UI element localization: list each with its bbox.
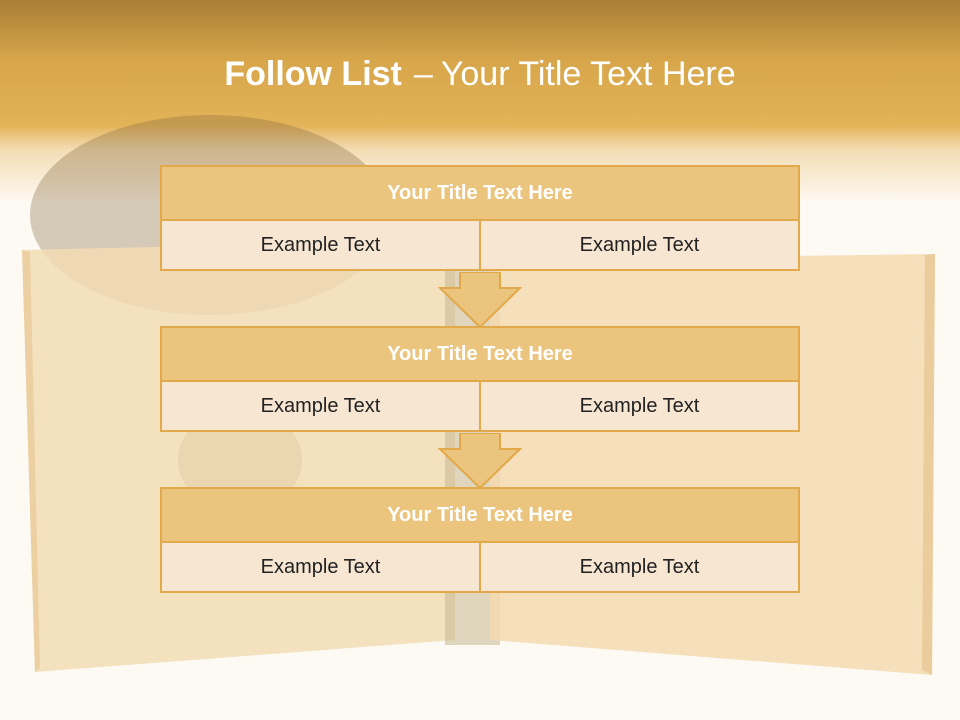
down-arrow-icon: [438, 272, 522, 328]
block-cell-left: Example Text: [160, 221, 481, 271]
block-row: Example Text Example Text: [160, 543, 800, 593]
block-title: Your Title Text Here: [160, 165, 800, 221]
block-title: Your Title Text Here: [160, 487, 800, 543]
block-cell-right: Example Text: [481, 382, 800, 432]
title-bold-part: Follow List: [224, 55, 402, 93]
block-cell-left: Example Text: [160, 543, 481, 593]
block-title: Your Title Text Here: [160, 326, 800, 382]
block-cell-right: Example Text: [481, 221, 800, 271]
block-row: Example Text Example Text: [160, 221, 800, 271]
list-block-1: Your Title Text Here Example Text Exampl…: [160, 165, 800, 271]
slide-title: Follow List–Your Title Text Here: [0, 55, 960, 94]
block-row: Example Text Example Text: [160, 382, 800, 432]
block-cell-left: Example Text: [160, 382, 481, 432]
title-separator: –: [413, 55, 433, 93]
block-cell-right: Example Text: [481, 543, 800, 593]
list-block-3: Your Title Text Here Example Text Exampl…: [160, 487, 800, 593]
title-rest-part: Your Title Text Here: [440, 55, 736, 93]
down-arrow-icon: [438, 433, 522, 489]
list-block-2: Your Title Text Here Example Text Exampl…: [160, 326, 800, 432]
